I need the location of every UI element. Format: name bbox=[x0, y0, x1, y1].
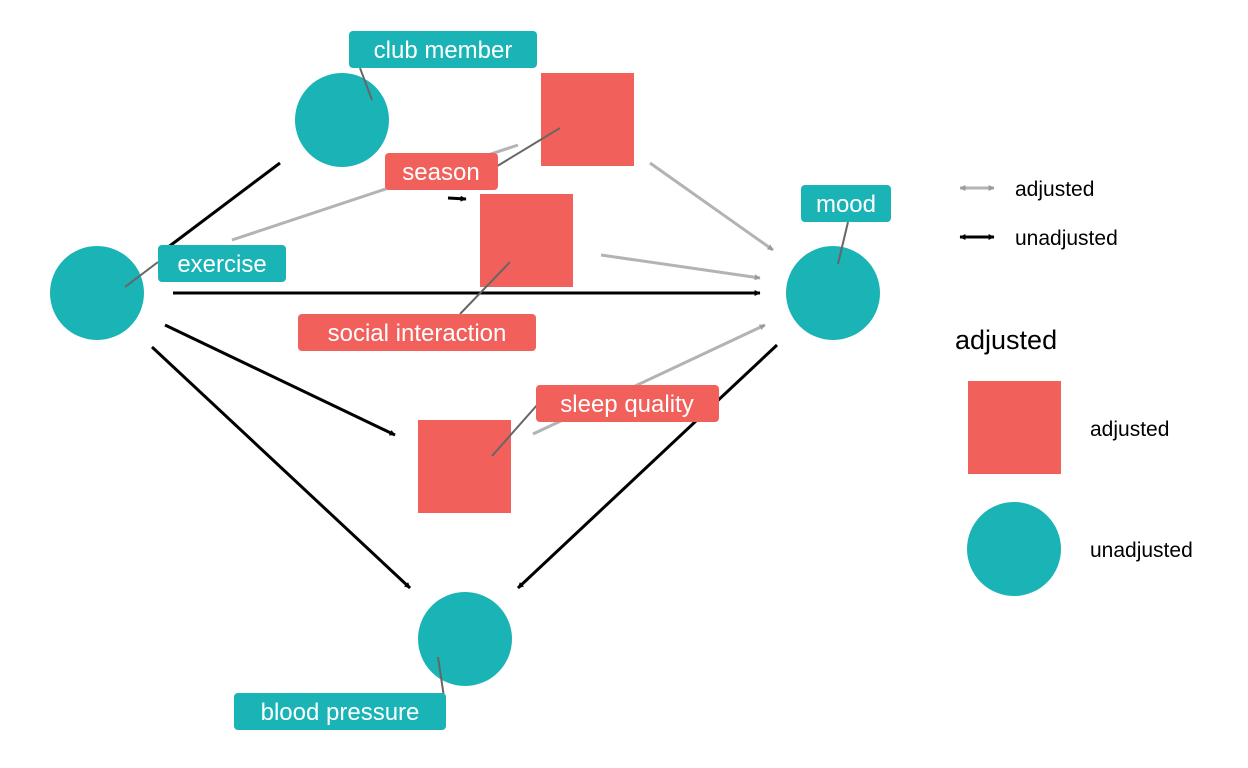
leader-social-interaction bbox=[459, 261, 511, 315]
label-social-interaction: social interaction bbox=[298, 314, 536, 351]
label-exercise: exercise bbox=[158, 245, 286, 282]
legend-edge-adjusted: adjusted bbox=[959, 178, 1094, 201]
edge-mood-blood-pressure bbox=[516, 343, 779, 590]
node-mood bbox=[786, 246, 880, 340]
leader-exercise bbox=[124, 261, 159, 288]
svg-text:season: season bbox=[402, 159, 479, 186]
svg-text:unadjusted: unadjusted bbox=[1015, 227, 1118, 250]
edges-layer bbox=[150, 143, 779, 590]
svg-text:unadjusted: unadjusted bbox=[1090, 539, 1193, 562]
leader-season bbox=[493, 127, 561, 169]
legend-node-adjusted: adjusted bbox=[968, 381, 1169, 474]
node-exercise bbox=[50, 246, 144, 340]
edge-club-member-exercise bbox=[162, 161, 281, 253]
edge-social-interaction-mood bbox=[600, 253, 761, 281]
svg-text:adjusted: adjusted bbox=[1015, 178, 1094, 201]
leaders-layer bbox=[124, 67, 849, 705]
legend-node-unadjusted: unadjusted bbox=[967, 502, 1193, 596]
svg-text:mood: mood bbox=[816, 191, 876, 218]
node-club-member bbox=[295, 73, 389, 167]
edge-exercise-season-tip bbox=[447, 195, 467, 202]
label-club-member: club member bbox=[349, 31, 537, 68]
edge-exercise-blood-pressure bbox=[150, 345, 412, 590]
legend-node-unadjusted-symbol bbox=[967, 502, 1061, 596]
node-season bbox=[541, 73, 634, 166]
edge-season-mood bbox=[649, 161, 774, 252]
svg-text:blood pressure: blood pressure bbox=[261, 699, 420, 726]
leader-club-member bbox=[359, 67, 373, 101]
svg-text:club member: club member bbox=[374, 37, 513, 64]
labels-layer: club member season exercise social inter… bbox=[158, 31, 891, 730]
legend-edge-unadjusted: unadjusted bbox=[959, 227, 1118, 250]
label-sleep-quality: sleep quality bbox=[536, 385, 719, 422]
label-mood: mood bbox=[801, 185, 891, 222]
legend-node-adjusted-symbol bbox=[968, 381, 1061, 474]
label-blood-pressure: blood pressure bbox=[234, 693, 446, 730]
node-blood-pressure bbox=[418, 592, 512, 686]
legend: adjusted unadjusted adjusted adjusted un… bbox=[955, 178, 1193, 596]
node-social-interaction bbox=[480, 194, 573, 287]
edge-exercise-sleep-quality bbox=[164, 323, 396, 437]
svg-text:social interaction: social interaction bbox=[328, 320, 507, 347]
nodes-layer bbox=[50, 73, 880, 686]
svg-text:sleep quality: sleep quality bbox=[560, 391, 693, 418]
leader-sleep-quality bbox=[491, 403, 539, 457]
svg-text:exercise: exercise bbox=[177, 251, 266, 278]
node-sleep-quality bbox=[418, 420, 511, 513]
legend-title: adjusted bbox=[955, 325, 1057, 355]
svg-text:adjusted: adjusted bbox=[1090, 418, 1169, 441]
leader-mood bbox=[837, 221, 849, 265]
label-season: season bbox=[385, 153, 498, 190]
